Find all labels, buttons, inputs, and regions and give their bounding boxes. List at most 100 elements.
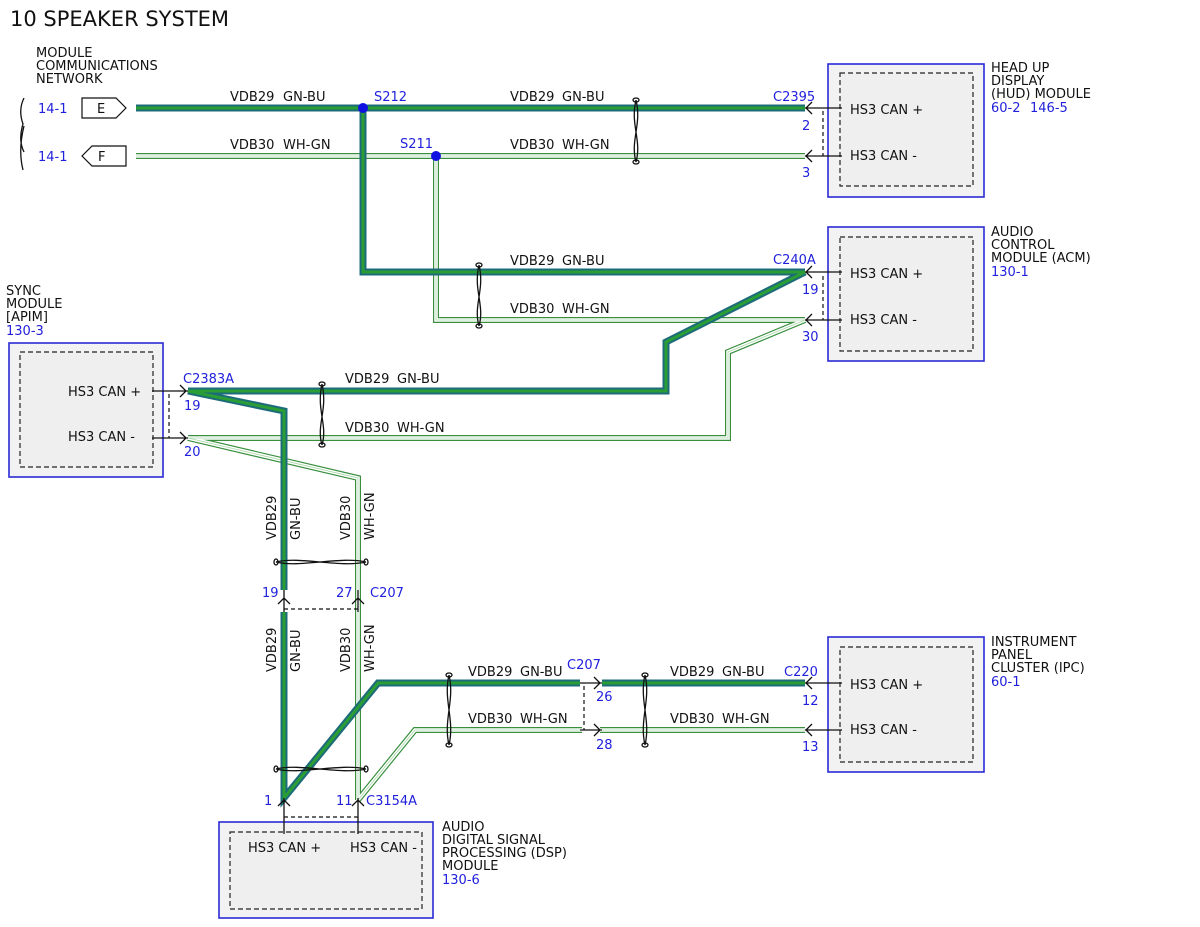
c207-label-horizontal[interactable]: C207 — [567, 658, 601, 673]
wire-label-vdb29-v1: VDB29 — [265, 496, 280, 540]
wire-label-vdb30-4: VDB30 — [345, 421, 389, 436]
hud-pin-minus-label: HS3 CAN - — [850, 149, 917, 164]
ipc-pin-minus: 13 — [802, 740, 819, 755]
wire-color-gnbu-v1: GN-BU — [289, 498, 304, 540]
ipc-ref[interactable]: 60-1 — [991, 675, 1021, 690]
whgn-wires — [136, 153, 807, 802]
splice-s211-dot — [431, 151, 441, 161]
hud-pin-plus: 2 — [802, 119, 810, 134]
mcn-label-line-1: MODULE — [36, 46, 92, 61]
c207-label-vertical[interactable]: C207 — [370, 586, 404, 601]
sync-pin-minus-label: HS3 CAN - — [68, 430, 135, 445]
sync-ref[interactable]: 130-3 — [6, 324, 44, 339]
ipc-pin-minus-label: HS3 CAN - — [850, 723, 917, 738]
sync-module[interactable]: HS3 CAN + HS3 CAN - C2383A 19 20 SYNC MO… — [6, 284, 234, 478]
connector-e-label: E — [97, 102, 105, 117]
wire-labels: VDB29 GN-BU VDB30 WH-GN VDB29 GN-BU VDB3… — [230, 90, 770, 727]
acm-pin-plus: 19 — [802, 283, 819, 298]
wire-color-gnbu-2: GN-BU — [562, 90, 604, 105]
hud-name-line-2: DISPLAY — [991, 74, 1044, 89]
ipc-name-line-1: INSTRUMENT — [991, 635, 1076, 650]
mcn-ref-e[interactable]: 14-1 — [38, 102, 68, 117]
wire-color-gnbu-1: GN-BU — [283, 90, 325, 105]
wire-color-gnbu-4: GN-BU — [397, 372, 439, 387]
wire-color-whgn-v2: WH-GN — [363, 624, 378, 672]
dsp-pin-plus: 1 — [264, 794, 272, 809]
c207-pin-b: 27 — [336, 586, 353, 601]
dsp-name-line-2: DIGITAL SIGNAL — [442, 833, 546, 848]
wire-color-whgn-6: WH-GN — [722, 712, 770, 727]
connector-f-shape — [81, 145, 127, 167]
hud-name-line-1: HEAD UP — [991, 61, 1050, 76]
dsp-pin-plus-label: HS3 CAN + — [248, 841, 321, 856]
dsp-pin-minus: 11 — [336, 794, 353, 809]
ipc-name-line-2: PANEL — [991, 648, 1033, 663]
wire-label-vdb29-5: VDB29 — [468, 665, 512, 680]
wire-label-vdb29-6: VDB29 — [670, 665, 714, 680]
hud-ref-2[interactable]: 146-5 — [1030, 101, 1068, 116]
hud-ref-1[interactable]: 60-2 — [991, 101, 1021, 116]
sync-pin-minus: 20 — [184, 445, 201, 460]
dsp-name-line-3: PROCESSING (DSP) — [442, 846, 567, 861]
c207-connector-horizontal[interactable]: C207 26 28 — [567, 658, 613, 753]
diagram-title: 10 SPEAKER SYSTEM — [10, 7, 229, 31]
c207-pin-d: 28 — [596, 738, 613, 753]
network-brace — [20, 97, 25, 171]
splice-s212-label[interactable]: S212 — [374, 90, 407, 105]
mcn-group: MODULE COMMUNICATIONS NETWORK 14-1 14-1 … — [20, 46, 158, 171]
connector-e-shape — [81, 97, 127, 119]
dsp-pin-arrows — [277, 798, 365, 834]
mcn-label-line-3: NETWORK — [36, 72, 103, 87]
hud-connector[interactable]: C2395 — [773, 90, 815, 105]
dsp-name-line-1: AUDIO — [442, 820, 485, 835]
sync-name-line-2: MODULE — [6, 297, 62, 312]
gnbu-wires — [136, 104, 807, 808]
mcn-ref-f[interactable]: 14-1 — [38, 150, 68, 165]
acm-connector[interactable]: C240A — [773, 253, 816, 268]
mcn-label-line-2: COMMUNICATIONS — [36, 59, 158, 74]
wire-color-gnbu-3: GN-BU — [562, 254, 604, 269]
acm-pin-plus-label: HS3 CAN + — [850, 267, 923, 282]
sync-pin-arrows — [152, 384, 188, 445]
dsp-pin-minus-label: HS3 CAN - — [350, 841, 417, 856]
ipc-pin-arrows — [805, 676, 842, 737]
ipc-module[interactable]: HS3 CAN + HS3 CAN - C220 12 13 INSTRUMEN… — [784, 635, 1085, 773]
splice-s211-label[interactable]: S211 — [400, 137, 433, 152]
acm-module[interactable]: HS3 CAN + HS3 CAN - C240A 19 30 AUDIO CO… — [773, 225, 1091, 362]
wire-color-whgn-5: WH-GN — [520, 712, 568, 727]
ipc-name-line-3: CLUSTER (IPC) — [991, 661, 1085, 676]
acm-name-line-1: AUDIO — [991, 225, 1034, 240]
c207-pin-a: 19 — [262, 586, 279, 601]
wire-label-vdb30-1: VDB30 — [230, 138, 274, 153]
sync-pin-plus-label: HS3 CAN + — [68, 385, 141, 400]
hud-pin-minus: 3 — [802, 166, 810, 181]
wire-label-vdb30-v2: VDB30 — [339, 628, 354, 672]
acm-ref[interactable]: 130-1 — [991, 265, 1029, 280]
splice-s212-dot — [358, 103, 368, 113]
hud-pin-arrows — [805, 101, 842, 163]
dsp-module[interactable]: HS3 CAN + HS3 CAN - 1 11 C3154A AUDIO DI… — [218, 794, 567, 919]
ipc-connector[interactable]: C220 — [784, 665, 818, 680]
sync-name-line-1: SYNC — [6, 284, 41, 299]
wire-label-vdb29-2: VDB29 — [510, 90, 554, 105]
acm-pin-minus-label: HS3 CAN - — [850, 313, 917, 328]
wire-color-whgn-3: WH-GN — [562, 302, 610, 317]
dsp-name-line-4: MODULE — [442, 859, 498, 874]
ipc-pin-plus: 12 — [802, 694, 819, 709]
sync-name-line-3: [APIM] — [6, 310, 48, 325]
hud-pin-plus-label: HS3 CAN + — [850, 103, 923, 118]
acm-name-line-2: CONTROL — [991, 238, 1055, 253]
wire-color-gnbu-5: GN-BU — [520, 665, 562, 680]
dsp-ref[interactable]: 130-6 — [442, 873, 480, 888]
dsp-connector[interactable]: C3154A — [366, 794, 417, 809]
wire-color-whgn-2: WH-GN — [562, 138, 610, 153]
acm-pin-minus: 30 — [802, 330, 819, 345]
wire-label-vdb29-4: VDB29 — [345, 372, 389, 387]
wire-label-vdb29-v2: VDB29 — [265, 628, 280, 672]
hud-module[interactable]: HS3 CAN + HS3 CAN - C2395 2 3 HEAD UP DI… — [773, 61, 1091, 198]
ipc-pin-plus-label: HS3 CAN + — [850, 678, 923, 693]
c207-pin-c: 26 — [596, 690, 613, 705]
c207-connector-vertical[interactable]: 19 27 C207 — [262, 586, 404, 612]
sync-connector[interactable]: C2383A — [183, 372, 234, 387]
